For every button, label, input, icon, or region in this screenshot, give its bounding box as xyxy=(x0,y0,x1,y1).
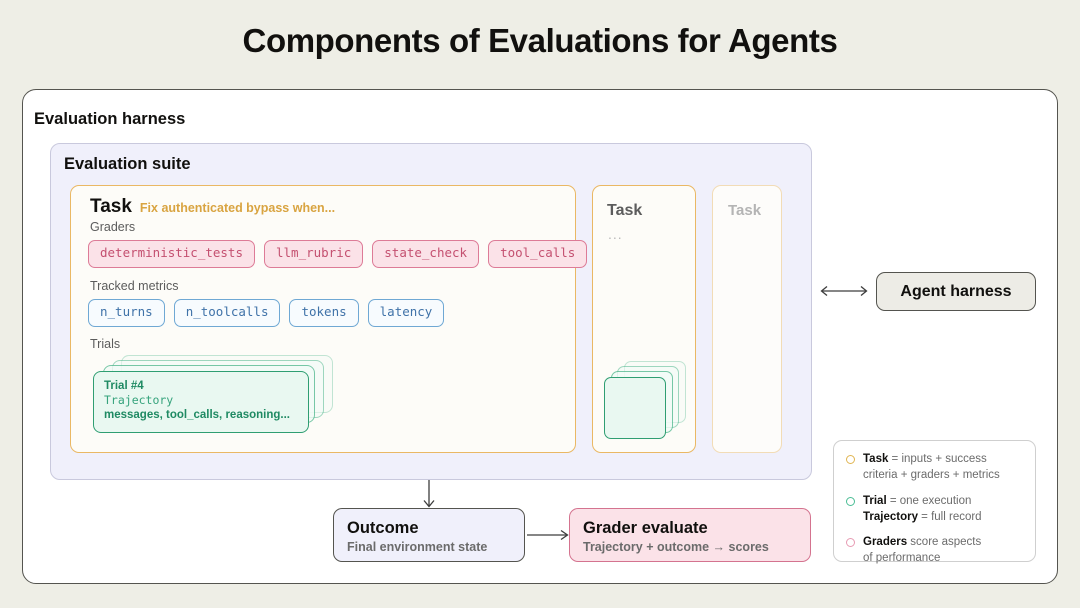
trial-card-stack-mini[interactable] xyxy=(604,361,688,439)
task-subtitle: Fix authenticated bypass when... xyxy=(139,201,336,215)
legend-desc: = one execution xyxy=(886,494,972,507)
grader-title: Grader evaluate xyxy=(583,519,708,537)
trials-section-label: Trials xyxy=(90,337,121,351)
legend-item-task: Task = inputs + success criteria + grade… xyxy=(846,452,1023,484)
legend-item-graders: Graders score aspects of performance xyxy=(846,535,1023,567)
task-title: Task xyxy=(728,202,762,219)
teal-ring-icon xyxy=(846,496,855,506)
trial-trajectory-items: messages, tool_calls, reasoning... xyxy=(104,409,290,422)
metrics-chip-row: n_turns n_toolcalls tokens latency xyxy=(88,299,445,327)
legend-desc-line2: of performance xyxy=(863,552,941,565)
task-card-tertiary[interactable]: Task xyxy=(712,185,782,453)
task-header: Task Fix authenticated bypass when... xyxy=(90,196,335,218)
legend-desc-2: = full record xyxy=(917,510,982,523)
trial-card-front[interactable] xyxy=(604,377,666,439)
grader-evaluate-box[interactable]: Grader evaluate Trajectory + outcome → s… xyxy=(569,508,811,562)
metric-chip[interactable]: tokens xyxy=(289,299,359,327)
pink-ring-icon xyxy=(846,538,855,548)
amber-ring-icon xyxy=(846,455,855,464)
task-card-secondary[interactable]: Task ... xyxy=(592,185,696,453)
graders-section-label: Graders xyxy=(90,220,136,234)
outcome-title: Outcome xyxy=(347,519,419,537)
evaluation-suite-label: Evaluation suite xyxy=(64,155,191,173)
metric-chip[interactable]: latency xyxy=(367,299,445,327)
legend-desc-line2: criteria + graders + metrics xyxy=(863,468,1000,481)
legend-desc: score aspects xyxy=(907,536,982,549)
legend-term: Trial xyxy=(863,494,887,507)
evaluation-harness-label: Evaluation harness xyxy=(34,110,186,128)
grader-chip[interactable]: deterministic_tests xyxy=(88,240,255,268)
graders-chip-row: deterministic_tests llm_rubric state_che… xyxy=(88,240,588,268)
metric-chip[interactable]: n_toolcalls xyxy=(173,299,281,327)
legend-term: Graders xyxy=(863,536,908,549)
agent-harness-label: Agent harness xyxy=(900,282,1012,300)
metric-chip[interactable]: n_turns xyxy=(88,299,165,327)
trial-number: Trial #4 xyxy=(104,380,144,392)
grader-chip[interactable]: llm_rubric xyxy=(264,240,364,268)
metrics-section-label: Tracked metrics xyxy=(90,279,179,293)
legend-item-trial: Trial = one execution Trajectory = full … xyxy=(846,494,1023,526)
outcome-box[interactable]: Outcome Final environment state xyxy=(333,508,525,562)
legend-text: Graders score aspects of performance xyxy=(863,535,981,567)
legend-desc: = inputs + success xyxy=(888,453,987,465)
task-title: Task xyxy=(90,196,132,217)
arrow-down-icon xyxy=(423,480,435,508)
agent-harness-box[interactable]: Agent harness xyxy=(876,272,1036,311)
grader-chip[interactable]: tool_calls xyxy=(488,240,588,268)
trial-trajectory-label: Trajectory xyxy=(104,393,174,408)
grader-chip[interactable]: state_check xyxy=(372,240,480,268)
page-title: Components of Evaluations for Agents xyxy=(242,22,838,59)
legend-text: Trial = one execution Trajectory = full … xyxy=(863,494,982,526)
trial-card-front[interactable]: Trial #4 Trajectory messages, tool_calls… xyxy=(93,371,309,433)
grader-subtitle: Trajectory + outcome → scores xyxy=(583,540,769,555)
bidirectional-arrow-icon xyxy=(820,285,868,297)
legend-box: Task = inputs + success criteria + grade… xyxy=(833,440,1036,564)
outcome-subtitle: Final environment state xyxy=(347,540,488,555)
legend-term: Task xyxy=(863,453,889,465)
task-ellipsis: ... xyxy=(608,226,623,242)
legend-text: Task = inputs + success criteria + grade… xyxy=(863,452,1000,484)
arrow-right-icon xyxy=(527,529,569,541)
legend-term-2: Trajectory xyxy=(863,510,918,523)
trial-card-stack[interactable]: Trial #4 Trajectory messages, tool_calls… xyxy=(93,355,333,433)
task-title: Task xyxy=(607,202,643,219)
